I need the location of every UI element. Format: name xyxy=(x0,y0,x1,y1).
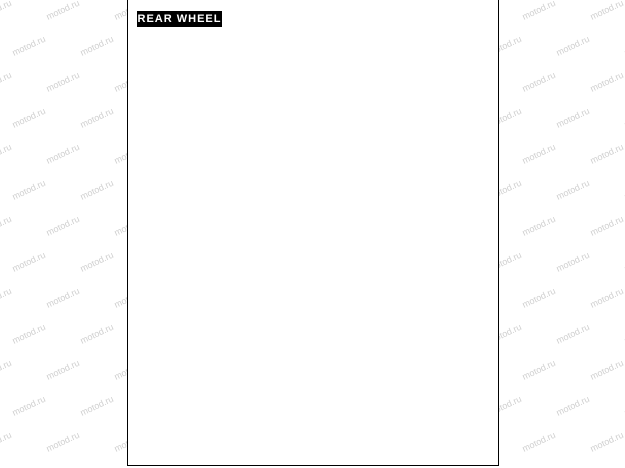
watermark-text: motod.ru xyxy=(589,286,625,310)
watermark-text: motod.ru xyxy=(589,70,625,94)
watermark-text: motod.ru xyxy=(0,358,13,382)
watermark-text: motod.ru xyxy=(79,322,115,346)
watermark-text: motod.ru xyxy=(45,70,81,94)
watermark-text: motod.ru xyxy=(11,34,47,58)
watermark-text: motod.ru xyxy=(0,286,13,310)
watermark-text: motod.ru xyxy=(79,394,115,418)
watermark-text: motod.ru xyxy=(0,214,13,238)
watermark-text: motod.ru xyxy=(521,430,557,454)
watermark-text: motod.ru xyxy=(11,106,47,130)
watermark-text: motod.ru xyxy=(555,106,591,130)
watermark-text: motod.ru xyxy=(79,106,115,130)
watermark-text: motod.ru xyxy=(0,70,13,94)
watermark-text: motod.ru xyxy=(589,358,625,382)
watermark-text: motod.ru xyxy=(11,178,47,202)
watermark-text: motod.ru xyxy=(11,322,47,346)
watermark-text: motod.ru xyxy=(79,34,115,58)
watermark-text: motod.ru xyxy=(11,250,47,274)
watermark-text: motod.ru xyxy=(555,178,591,202)
watermark-text: motod.ru xyxy=(521,70,557,94)
watermark-text: motod.ru xyxy=(521,286,557,310)
watermark-text: motod.ru xyxy=(589,0,625,22)
watermark-text: motod.ru xyxy=(0,142,13,166)
diagram-frame xyxy=(127,0,499,466)
watermark-text: motod.ru xyxy=(45,358,81,382)
page-title: REAR WHEEL xyxy=(137,11,222,27)
watermark-text: motod.ru xyxy=(555,322,591,346)
watermark-text: motod.ru xyxy=(521,142,557,166)
watermark-text: motod.ru xyxy=(45,142,81,166)
watermark-text: motod.ru xyxy=(45,214,81,238)
watermark-text: motod.ru xyxy=(79,178,115,202)
watermark-text: motod.ru xyxy=(521,214,557,238)
watermark-text: motod.ru xyxy=(11,394,47,418)
watermark-text: motod.ru xyxy=(589,214,625,238)
watermark-text: motod.ru xyxy=(0,0,13,22)
watermark-text: motod.ru xyxy=(555,250,591,274)
watermark-text: motod.ru xyxy=(45,430,81,454)
watermark-text: motod.ru xyxy=(45,0,81,22)
watermark-text: motod.ru xyxy=(521,358,557,382)
watermark-text: motod.ru xyxy=(45,286,81,310)
watermark-text: motod.ru xyxy=(589,430,625,454)
watermark-text: motod.ru xyxy=(0,430,13,454)
watermark-text: motod.ru xyxy=(555,394,591,418)
watermark-text: motod.ru xyxy=(521,0,557,22)
watermark-text: motod.ru xyxy=(79,250,115,274)
watermark-text: motod.ru xyxy=(589,142,625,166)
watermark-text: motod.ru xyxy=(555,34,591,58)
